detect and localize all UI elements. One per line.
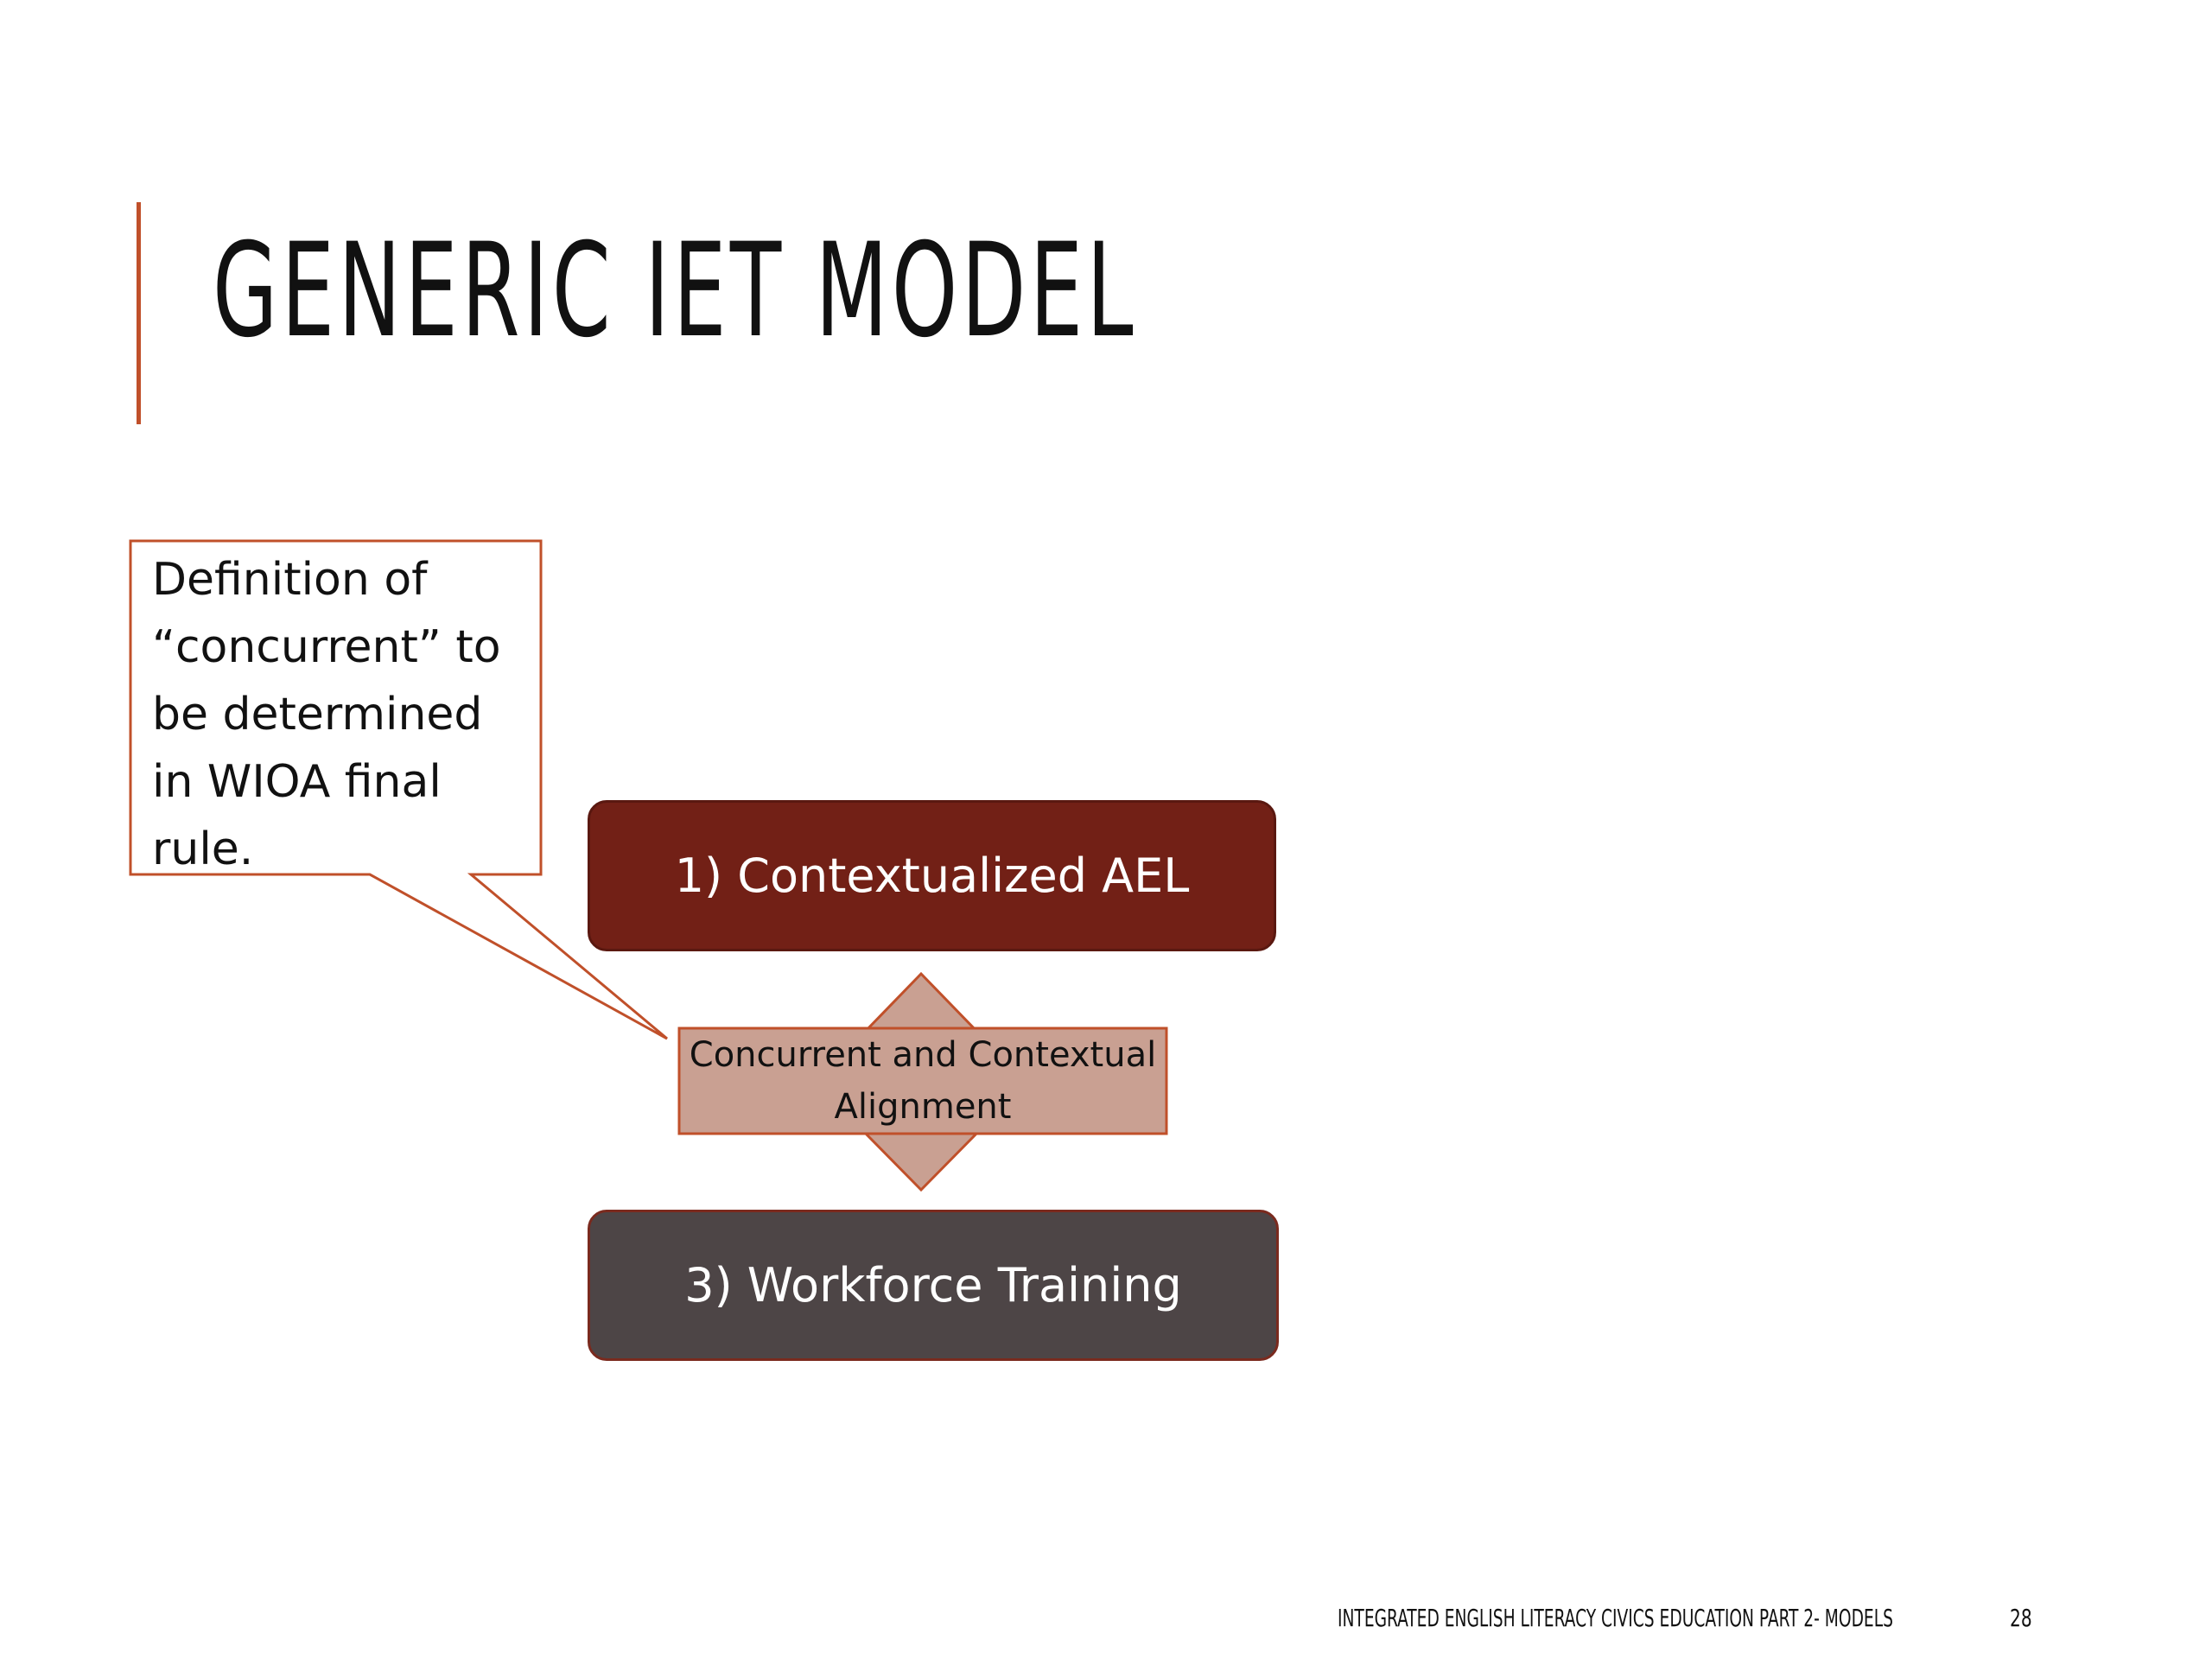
alignment-label-text: Concurrent and Contextual Alignment [689,1035,1157,1127]
contextualized-ael-box: 1) Contextualized AEL [588,800,1276,951]
footer-text: INTEGRATED ENGLISH LITERACY CIVICS EDUCA… [1338,1604,1893,1632]
alignment-label: Concurrent and Contextual Alignment [679,1028,1166,1134]
workforce-training-box: 3) Workforce Training [588,1210,1279,1361]
contextualized-ael-label: 1) Contextualized AEL [674,849,1190,903]
page-number: 28 [2010,1604,2032,1632]
title-accent-bar [137,202,141,424]
callout-text: Definition of “concurrent” to be determi… [152,554,501,875]
slide-title: GENERIC IET MODEL [213,216,1137,366]
alignment-label-box [677,1027,1168,1135]
workforce-training-label: 3) Workforce Training [684,1258,1182,1313]
callout-bubble [129,539,668,1040]
